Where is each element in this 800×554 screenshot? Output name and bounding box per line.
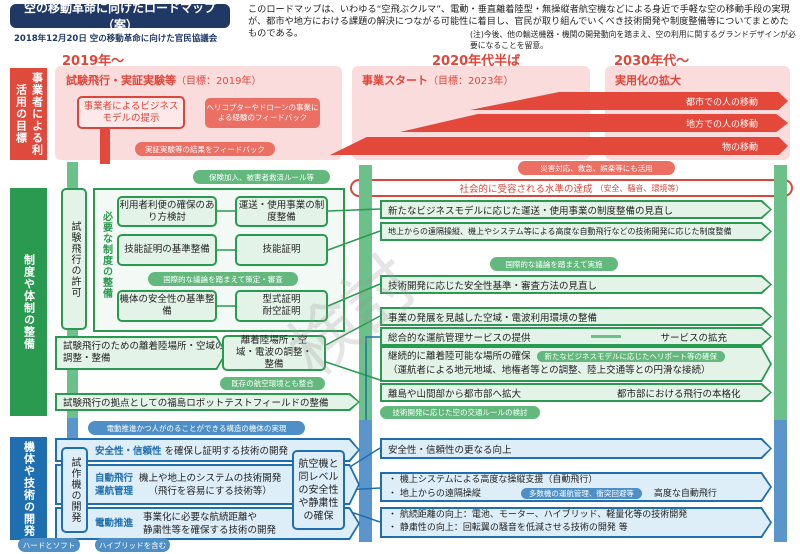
existing-aviation-pill: 既存の航空環境とも整合 [220,377,325,390]
page-title: 空の移動革命に向けたロードマップ（案） [10,1,230,32]
airframe-standard-box: 機体の安全性の基準整備 [117,290,217,322]
results-feedback-pill: 実証実験等の結果をフィードバック [135,142,275,156]
system-row-landing: 継続的に離着陸可能な場所の確保新たなビジネスモデルに応じたヘリポート等の確保（運… [380,346,772,382]
hybrid-pill: ハイブリッドを含む [95,538,170,552]
year-2020s: 2020年代半ば [432,54,521,69]
intl-implement-pill: 国際的な議論を踏まえて実施 [490,257,618,271]
goods-arrow: 物の移動 [330,137,788,155]
user-convenience-box: 利用者利便の確保のあり方検討 [117,196,217,227]
tech-bar-2030s [774,420,787,542]
subtitle: 2018年12月20日 空の移動革命に向けた官民協議会 [14,34,218,44]
realize-pill: 電動推進かつ人がのることができる構造の機体の実現 [88,421,305,435]
test-permit-box: 試験飛行の許可 [61,188,87,330]
year-2030s: 2030年代〜 [614,54,690,69]
intl-discussion-pill: 国際的な議論を踏まえて策定・審査 [148,272,298,286]
phase2-title: 事業スタート（目標：2023年） [362,74,514,87]
traffic-rules-pill: 技術開発に応じた空の交通ルールの検討 [380,406,540,419]
skill-standard-box: 技能証明の基準整備 [117,234,217,266]
landing-airspace-box: 離着陸場所・空域・電波の調整・整備 [222,335,326,371]
system-row-remote: 地上からの遠隔操縦、機上やシステム等による高度な自動飛行などの技術開発に応じた制… [380,222,772,241]
disaster-pill: 災害対応、救急、娯楽等にも活用 [518,161,675,175]
fukushima-arrow: 試験飛行の拠点としての福島ロボットテストフィールドの整備 [55,393,360,411]
watermark-graphic: 検討 [273,240,433,393]
system-row-safety: 技術開発に応じた安全性基準・審査方法の見直し [380,275,772,294]
transport-business-box: 運送・使用事業の制度整備 [235,196,328,227]
system-row-traffic: 総合的な運航管理サービスの提供サービスの拡充 [380,327,772,346]
section-tech-label: 機体や技術の開発 [10,437,47,540]
heliport-pill: 新たなビジネスモデルに応じたヘリポート等の確保 [537,351,726,362]
urban-people-arrow: 都市での人の移動 [470,92,788,110]
description: このロードマップは、いわゆる“空飛ぶクルマ”、電動・垂直離着陸型・無操縦者航空機… [248,4,790,39]
section-business-label: 事業者による利活用の目標 [10,68,47,160]
year-2019: 2019年〜 [62,54,125,69]
tech-right-electric: ・ 航続距離の向上：電池、モーター、ハイブリッド、軽量化等の技術開発・ 静粛性の… [380,507,772,538]
prototype-box: 試作機の開発 [61,447,88,533]
phase3-title: 実用化の拡大 [615,74,681,87]
hard-soft-pill: ハードとソフト [18,538,80,552]
timeline-bar-2030s [774,165,787,420]
system-row-expand: 離島や山間部から都市部へ拡大都市部における飛行の本格化 [380,383,772,402]
insurance-pill: 保険加入、被害者救済ルール等 [193,170,330,184]
type-cert-box: 型式証明 耐空証明 [235,290,328,322]
note: (注)今後、他の輸送機器・機関の開発動向を踏まえ、空の利用に関するグランドデザイ… [470,30,796,50]
heli-feedback-callout: ヘリコプターやドローンの事業による経験のフィードバック [205,98,320,128]
system-row-business: 新たなビジネスモデルに応じた運送・使用事業の制度整備の見直し [380,200,772,219]
aircraft-level-box: 航空機と同レベルの安全性や静粛性の確保 [292,450,345,530]
tech-right-safety: 安全性・信頼性の更なる向上 [380,438,772,459]
section-system-label: 制度や体制の整備 [10,188,47,416]
tech-bar-2020s [359,420,372,542]
tech-row-safety: 安全性・信頼性 を確保し証明する技術の開発 [55,438,360,462]
regional-people-arrow: 地方での人の移動 [400,114,788,132]
test-landing-arrow: 試験飛行のための離着陸場所・空域の調整・整備 [55,336,227,370]
system-row-airspace: 事業の発展を見越した空域・電波利用環境の整備 [380,307,772,326]
multi-aircraft-pill: 多数機の運航管理、衝突回避等 [521,488,642,499]
skill-cert-box: 技能証明 [235,234,328,266]
required-system-label: 必要な制度の整備 [100,211,112,299]
acceptance-banner: 社会的に受容される水準の達成 （安全、騒音、環境等） [350,179,793,197]
feedback-arrow [100,129,110,164]
phase1-title: 試験飛行・実証実験等（目標：2019年） [66,74,262,87]
business-model-box: 事業者によるビジネスモデルの提示 [77,96,185,129]
timeline-bar-2020s [359,165,372,420]
tech-right-auto: ・ 機上システムによる高度な操縦支援（自動飛行）・ 地上からの遠隔操縦多数機の運… [380,472,772,502]
